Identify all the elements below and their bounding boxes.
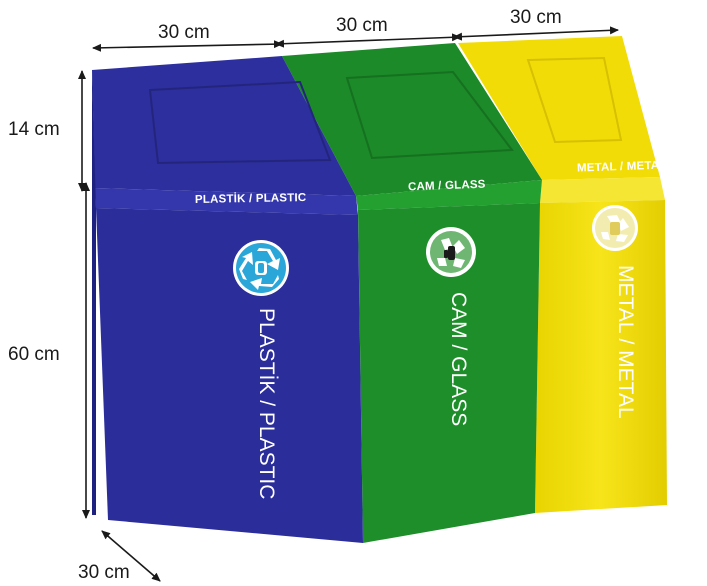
width-dimension-line-1 [92,40,283,52]
metal-bin-lid [458,36,660,180]
plastic-bin [92,56,363,543]
width-dimension-line-2 [275,33,461,48]
glass-side-label: CAM / GLASS [447,292,470,427]
metal-bin [458,36,667,513]
plastic-bin-body [96,208,363,543]
dimension-lines [78,26,619,582]
plastic-bin-lid-front [95,188,358,215]
glass-bin-lid-panel [345,70,514,160]
glass-bin-lid-front [356,180,542,210]
width-label-left: 30 cm [158,22,210,43]
metal-bin-lid-panel [526,56,623,144]
glass-recycle-icon [426,227,476,277]
metal-recycle-icon [592,205,638,251]
width-label-right: 30 cm [510,7,562,28]
body-height-label: 60 cm [8,344,60,365]
glass-bin-body [358,203,540,543]
depth-label: 30 cm [78,562,130,583]
width-dimension-line-3 [453,26,619,41]
plastic-lid-label: PLASTİK / PLASTIC [194,192,307,206]
depth-dimension-line [101,530,161,582]
plastic-bin-lid-panel [148,80,332,165]
metal-bin-body [535,200,667,513]
metal-side-label: METAL / METAL [614,265,637,419]
metal-bin-lid-front [540,177,665,203]
width-label-middle: 30 cm [336,15,388,36]
plastic-bin-side [92,70,96,515]
glass-bin [282,43,542,543]
plastic-side-label: PLASTİK / PLASTIC [255,308,278,500]
lid-height-label: 14 cm [8,119,60,140]
recycle-icon [233,240,289,296]
